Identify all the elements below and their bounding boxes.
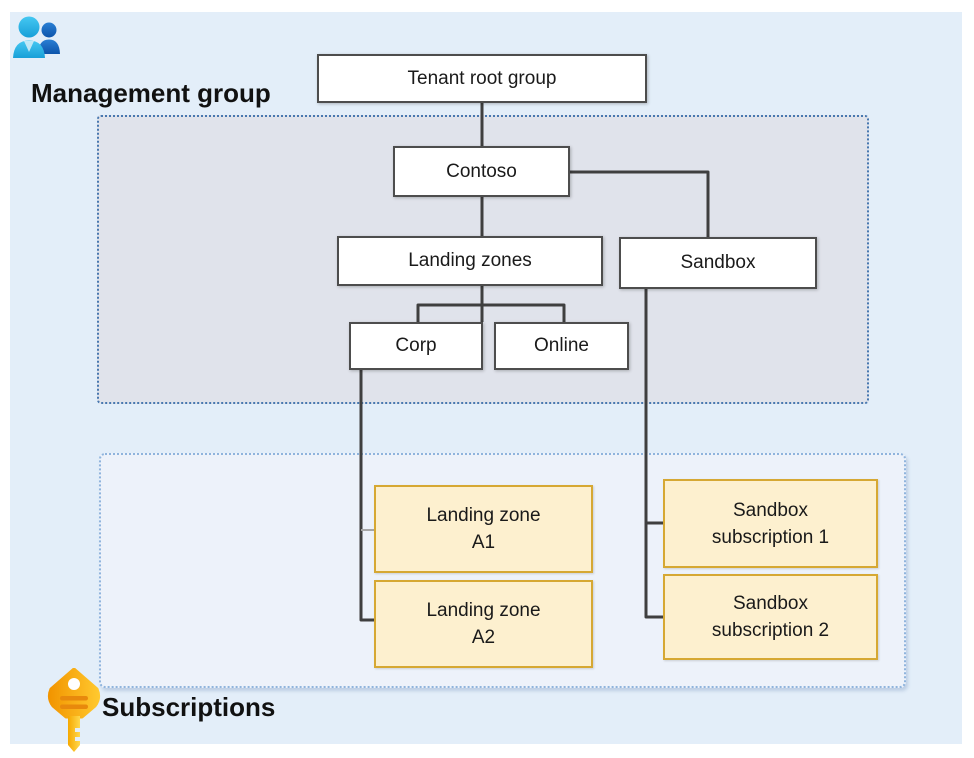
node-corp: Corp	[349, 322, 483, 370]
node-label-line2: subscription 2	[711, 620, 830, 641]
node-sandbox-subscription-2: Sandbox subscription 2	[663, 574, 878, 660]
node-label-line1: Landing zone	[426, 505, 541, 526]
node-label: Tenant root group	[407, 67, 557, 89]
people-icon	[13, 16, 60, 58]
node-online: Online	[494, 322, 629, 370]
node-contoso: Contoso	[393, 146, 570, 197]
node-label: Online	[534, 335, 589, 356]
node-sandbox-subscription-1: Sandbox subscription 1	[663, 479, 878, 568]
node-label: Sandbox	[680, 252, 756, 273]
node-label-line2: subscription 1	[711, 526, 830, 548]
node-tenant-root-group: Tenant root group	[317, 54, 647, 103]
node-label-line2: A2	[471, 627, 496, 648]
subscriptions-label: Subscriptions	[102, 692, 276, 722]
node-landing-zones: Landing zones	[337, 236, 603, 286]
node-label-line1: Landing zone	[426, 600, 541, 621]
management-group-label: Management group	[31, 78, 271, 108]
node-label: Corp	[395, 335, 437, 356]
node-label-line1: Sandbox	[732, 499, 808, 521]
node-landing-zone-a1: Landing zone A1	[374, 485, 593, 573]
node-label-line2: A1	[471, 532, 496, 553]
node-label-line1: Sandbox	[732, 593, 808, 614]
node-label: Contoso	[446, 160, 517, 182]
node-sandbox: Sandbox	[619, 237, 817, 289]
node-landing-zone-a2: Landing zone A2	[374, 580, 593, 668]
node-label: Landing zones	[408, 250, 532, 271]
key-icon	[47, 668, 101, 752]
